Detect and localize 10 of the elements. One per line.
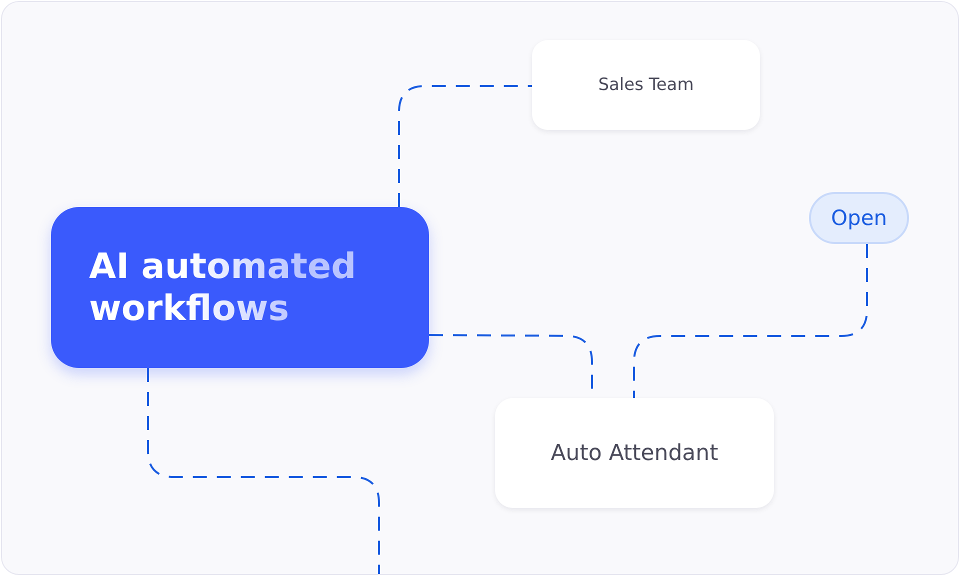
process-box <box>51 207 429 368</box>
process-box <box>495 398 774 508</box>
status-pill <box>809 192 909 244</box>
node-label: Open <box>830 206 888 230</box>
process-box <box>532 40 760 130</box>
node-label: Sales Team <box>598 75 694 95</box>
dashed-connector <box>147 368 380 574</box>
dashed-connector <box>398 85 532 207</box>
dashed-connector <box>633 244 868 398</box>
node-label: Auto Attendant <box>550 440 718 466</box>
